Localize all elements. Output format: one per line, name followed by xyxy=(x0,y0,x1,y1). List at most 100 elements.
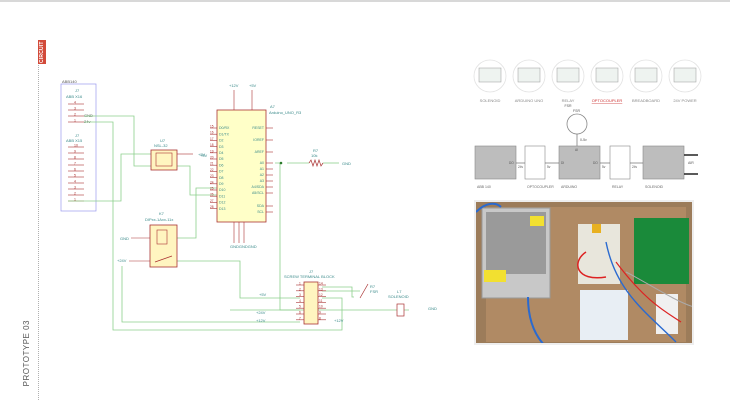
arduino-pin-label: A2 xyxy=(260,173,264,177)
arduino-pin-number: 16 xyxy=(210,131,214,135)
block-label: ABB 140 xyxy=(477,185,491,189)
component-illustration xyxy=(634,67,658,83)
arduino-pin-label: D0/RX xyxy=(219,126,230,130)
fsr-ref: R7 xyxy=(370,284,376,289)
component-illustration xyxy=(517,67,541,83)
block-port-out: DO xyxy=(593,161,598,165)
wire-label: 5v xyxy=(547,165,551,169)
arduino-pin-number: 19 xyxy=(210,149,214,153)
connector-pin-number: 3 xyxy=(74,186,76,190)
arduino-value: Arduino_UNO_R3 xyxy=(269,110,302,115)
prototype-photo xyxy=(474,200,694,345)
arduino-pin-number: 15 xyxy=(210,125,214,129)
junction-dot xyxy=(279,161,283,165)
arduino-pin-number: 17 xyxy=(210,137,214,141)
relay-coil xyxy=(156,229,168,245)
arduino-pin-label: D5 xyxy=(219,157,224,161)
terminal-pin-number: 10 xyxy=(319,305,323,309)
component-label: BREADBOARD xyxy=(632,98,660,103)
component-circle xyxy=(473,59,507,93)
net-label-gnd: GND xyxy=(84,113,93,118)
component-label: OPTOCOUPLER xyxy=(592,98,623,103)
arduino-pin-label: D13 xyxy=(219,207,225,211)
arduino-pin-label: SCL xyxy=(257,210,264,214)
arduino-power-5v: +5V xyxy=(249,83,257,88)
terminal-pin-number: 13 xyxy=(319,287,323,291)
connector-pin-number: 10 xyxy=(74,144,78,148)
component-label: SOLENOID xyxy=(480,98,501,103)
arduino-pin-label: AREF xyxy=(255,150,264,154)
block-relay xyxy=(609,145,631,180)
top-border xyxy=(0,0,730,2)
arduino-pin-number: 27 xyxy=(210,199,214,203)
arduino-body xyxy=(216,109,267,223)
component-circle xyxy=(551,59,585,93)
terminal-pin-number: 8 xyxy=(319,316,321,320)
arduino-pin-number: 21 xyxy=(210,162,214,166)
j7-bottom-ref: J7 xyxy=(75,133,80,138)
terminal-pin-number: 12 xyxy=(319,293,323,297)
solenoid-ref: L7 xyxy=(397,289,402,294)
block-abb-140 xyxy=(474,145,517,180)
block-side-label: AIR xyxy=(688,161,694,165)
solenoid-gnd-label: GND xyxy=(428,306,437,311)
arduino-pin-label: IOREF xyxy=(253,138,264,142)
arduino-pin-label: D11 xyxy=(219,194,225,198)
component-circle xyxy=(512,59,546,93)
arduino-pin-number: 23 xyxy=(210,174,214,178)
fsr-sensor-label: FSR xyxy=(573,109,580,113)
arduino-pin-label: D3 xyxy=(219,145,224,149)
arduino-pin-number: 24 xyxy=(210,180,214,184)
component-illustration xyxy=(673,67,697,83)
fsr-sensor-circle xyxy=(566,113,588,135)
connector-pin-number: 1 xyxy=(74,198,76,202)
terminal-pin-number: 6 xyxy=(299,311,301,315)
solenoid-symbol xyxy=(396,303,405,317)
fsr-signal-label: 0-5v xyxy=(580,138,587,142)
abb140-block xyxy=(60,83,97,212)
relay-switch xyxy=(154,255,173,263)
arduino-pin-label: D7 xyxy=(219,170,224,174)
terminal-pin-number: 9 xyxy=(319,311,321,315)
abb140-label: ABB140 xyxy=(62,79,77,84)
terminal-strip xyxy=(656,294,678,334)
resistor-value: 10k xyxy=(311,153,317,158)
component-circle xyxy=(668,59,702,93)
block-label: OPTOCOUPLER xyxy=(527,185,554,189)
terminal-pin-number: 7 xyxy=(299,316,301,320)
tb-label-right-12v: +12V xyxy=(334,318,344,323)
component-illustration xyxy=(478,67,502,83)
connector-pin-number: 3 xyxy=(74,107,76,111)
arduino-pin-label: D1/TX xyxy=(219,132,230,136)
wire-label: 5v xyxy=(602,165,606,169)
terminal-pin-number: 3 xyxy=(299,293,301,297)
component-circle xyxy=(590,59,624,93)
component-label: ARDUINO UNO xyxy=(515,98,543,103)
arduino-pin-label: D10 xyxy=(219,188,225,192)
block-optocoupler xyxy=(524,145,546,180)
terminal-pin-number: 4 xyxy=(299,299,301,303)
connector-pin-number: 9 xyxy=(74,150,76,154)
j7-top-value: ABB X16 xyxy=(66,94,83,99)
arduino-pin-label: D2 xyxy=(219,139,224,143)
arduino-pin-label: D12 xyxy=(219,201,225,205)
arduino-pin-label: SDA xyxy=(257,204,265,208)
arduino-pin-label: A4/SDA xyxy=(252,185,265,189)
component-label: 24V POWER xyxy=(673,98,696,103)
optocoupler-ref: U7 xyxy=(160,138,166,143)
block-solenoid xyxy=(642,145,685,180)
arduino-pin-label: D6 xyxy=(219,163,224,167)
arduino-pin-label: D9 xyxy=(219,182,224,186)
component-sub-label: FSR xyxy=(565,104,572,108)
arduino-pin-label: A1 xyxy=(260,167,264,171)
resistor-symbol xyxy=(308,158,324,168)
terminal-block-body xyxy=(303,281,319,325)
connector-pin-number: 4 xyxy=(74,101,76,105)
fsr-value: FSR xyxy=(370,289,378,294)
optocoupler-inner xyxy=(155,152,173,167)
tb-label-12v: +12V xyxy=(256,318,266,323)
